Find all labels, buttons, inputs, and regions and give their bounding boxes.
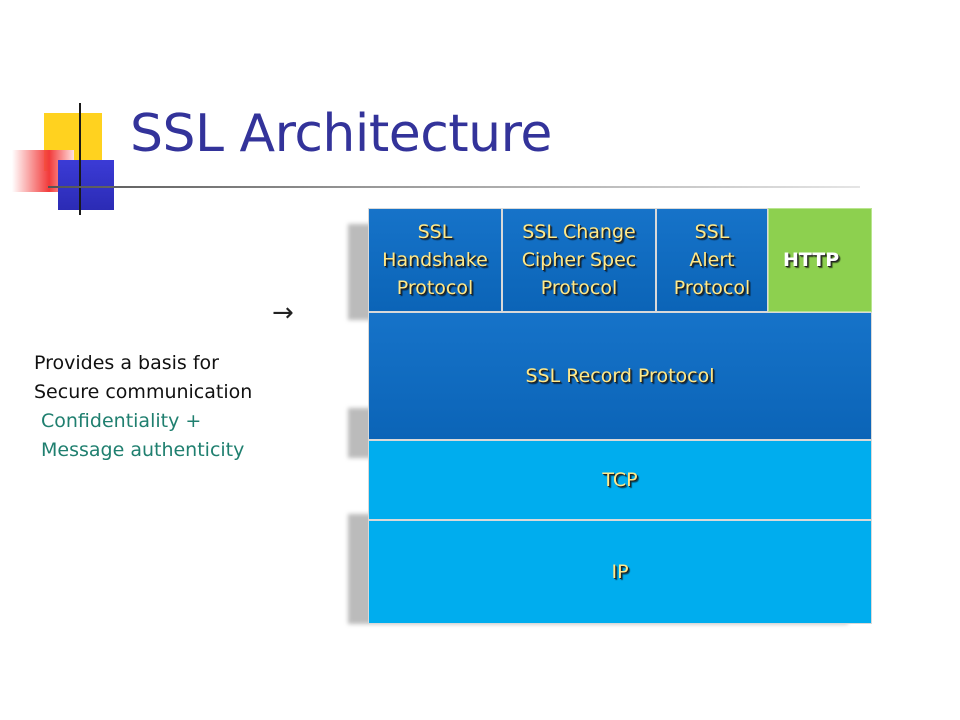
description-line-4: Message authenticity [41, 439, 245, 461]
description-line-1: Provides a basis for [34, 352, 219, 374]
ssl-record-protocol-box: SSL Record Protocol [368, 312, 872, 440]
http-label: HTTP [783, 249, 840, 271]
ssl-alert-protocol-box: SSL Alert Protocol [656, 208, 768, 312]
ssl-change-cipher-spec-label: SSL Change Cipher Spec Protocol [521, 221, 637, 299]
ssl-handshake-protocol-box: SSL Handshake Protocol [368, 208, 502, 312]
slide-title: SSL Architecture [130, 104, 552, 164]
ip-label: IP [611, 561, 629, 583]
ssl-architecture-diagram: SSL Handshake Protocol SSL Change Cipher… [348, 208, 872, 624]
description-line-2: Secure communication [34, 381, 253, 403]
ssl-alert-protocol-label: SSL Alert Protocol [673, 221, 751, 299]
ssl-handshake-protocol-label: SSL Handshake Protocol [382, 221, 488, 299]
arrow-icon: → [272, 298, 294, 328]
tcp-label: TCP [602, 469, 638, 491]
logo-vertical-line [79, 103, 81, 215]
ip-box: IP [368, 520, 872, 624]
description-line-3: Confidentiality + [41, 410, 202, 432]
logo-blue-square [58, 160, 114, 210]
title-underline [48, 186, 860, 188]
tcp-box: TCP [368, 440, 872, 520]
ssl-change-cipher-spec-box: SSL Change Cipher Spec Protocol [502, 208, 656, 312]
description: Provides a basis for Secure communicatio… [34, 349, 252, 465]
ssl-record-protocol-label: SSL Record Protocol [525, 365, 715, 387]
http-box: HTTP [768, 208, 872, 312]
